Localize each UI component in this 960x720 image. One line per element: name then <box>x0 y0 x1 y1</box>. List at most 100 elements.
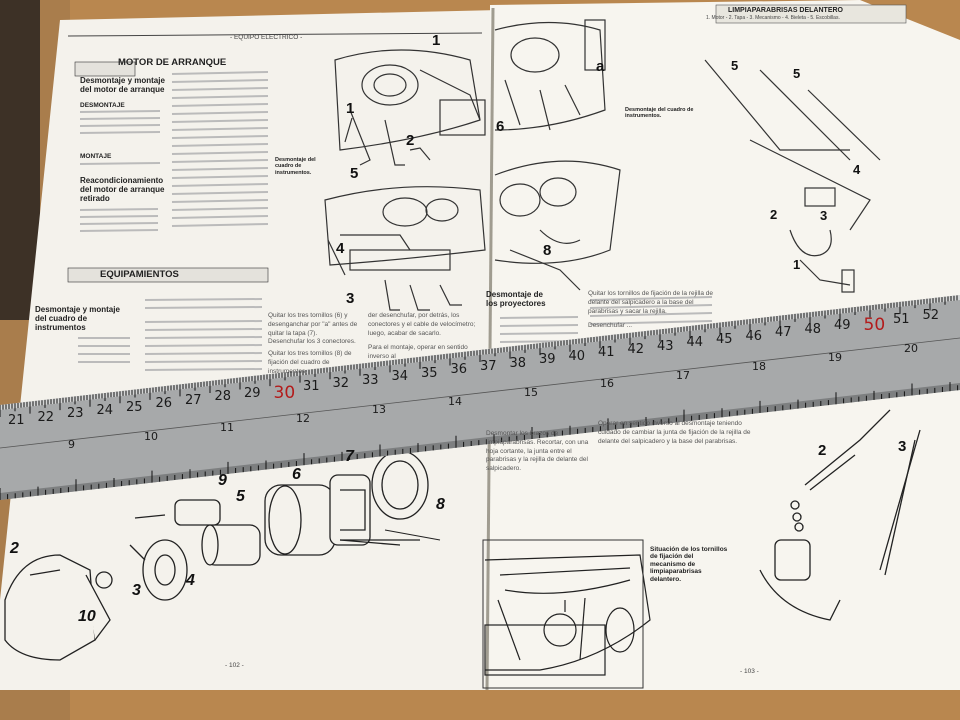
text-right-col: der desenchufar, por detrás, los conecto… <box>368 312 476 337</box>
page-number-left: - 102 - <box>225 662 244 669</box>
ruler-number: 34 <box>391 369 409 385</box>
diagram-label: 3 <box>898 438 907 455</box>
diagram-label: 6 <box>292 466 301 483</box>
ruler-number: 11 <box>220 420 234 434</box>
subheading-desmontaje: DESMONTAJE <box>80 102 125 109</box>
ruler-number: 16 <box>600 377 614 391</box>
ruler-number: 20 <box>904 342 918 356</box>
diagram-label: 8 <box>543 242 552 259</box>
wiper-header-legend: 1. Motor - 2. Tapa - 3. Mecanismo - 4. B… <box>706 15 840 21</box>
ruler-number: 27 <box>185 392 202 408</box>
ruler-number: 36 <box>450 362 468 378</box>
section-title-motor: MOTOR DE ARRANQUE <box>118 57 227 68</box>
heading-desmontaje-motor: Desmontaje y montaje del motor de arranq… <box>80 76 165 95</box>
ruler-number: 12 <box>296 412 310 426</box>
section-title-equipamientos: EQUIPAMIENTOS <box>100 269 179 280</box>
dashboard-diagram-2 <box>324 186 486 311</box>
ruler-number: 35 <box>421 365 438 381</box>
diagram-label: 9 <box>218 472 227 489</box>
diagram-label: 4 <box>853 162 861 177</box>
subheading-montaje: MONTAJE <box>80 153 112 160</box>
wiper-header-title: LIMPIAPARABRISAS DELANTERO <box>728 7 843 14</box>
diagram-label: 2 <box>818 442 827 459</box>
diagram-label: 5 <box>731 58 739 73</box>
diagram-label: 4 <box>336 240 345 257</box>
ruler-number: 9 <box>68 438 75 452</box>
dashboard-diagram-1 <box>334 49 486 166</box>
caption-cuadro-right: Desmontaje del cuadro de instrumentos. <box>625 107 694 120</box>
ruler-number: 46 <box>745 328 763 344</box>
ruler-number: 25 <box>126 399 143 415</box>
ruler-number: 30 <box>273 382 296 403</box>
ruler-number: 33 <box>362 372 379 388</box>
ruler-number: 31 <box>303 379 320 395</box>
ruler-number: 28 <box>214 389 232 405</box>
diagram-label: a <box>596 58 605 75</box>
ruler-number: 14 <box>448 394 462 408</box>
diagram-label: 10 <box>78 608 96 625</box>
diagram-label: 3 <box>820 208 828 223</box>
ruler-number: 32 <box>332 375 350 391</box>
ruler-number: 52 <box>922 308 940 324</box>
dashboard-diagram-3 <box>494 19 606 131</box>
diagram-label: 8 <box>436 496 445 513</box>
ruler-number: 37 <box>480 359 497 374</box>
ruler-number: 29 <box>244 386 261 402</box>
ruler-number: 15 <box>524 385 538 399</box>
ruler-number: 42 <box>627 342 645 358</box>
bullet-mid-2: Desenchufar los 3 conectores. <box>268 338 356 345</box>
page-number-right: - 103 - <box>740 668 759 675</box>
ruler-number: 40 <box>568 348 586 364</box>
diagram-label: 1 <box>346 100 355 117</box>
caption-situacion: Situación de los tornillos de fijación d… <box>650 546 728 583</box>
bullet-mid-1: Quitar los tres tornillos (6) y desengan… <box>268 312 358 337</box>
ruler-number: 17 <box>676 368 690 382</box>
wiper-mechanism-diagram <box>759 409 921 621</box>
text-right-col-2: Para el montaje, operar en sentido inver… <box>368 344 468 360</box>
diagram-label: 4 <box>186 572 195 589</box>
heading-reacondicionamiento: Reacondicionamiento del motor de arranqu… <box>80 176 165 204</box>
dashboard-diagram-4 <box>494 160 621 291</box>
heading-proyectores: Desmontaje de los proyectores <box>486 290 546 309</box>
ruler-number: 48 <box>804 321 822 337</box>
diagram-label: 2 <box>770 207 778 222</box>
diagram-label: 2 <box>10 540 19 557</box>
diagram-label: 6 <box>496 118 505 135</box>
diagram-label: 1 <box>432 32 441 49</box>
heading-cuadro-instrumentos: Desmontaje y montaje del cuadro de instr… <box>35 305 120 333</box>
diagram-label: 7 <box>345 448 354 465</box>
wiper-diagram <box>704 59 881 293</box>
ruler-number: 13 <box>372 403 386 417</box>
diagram-label: 5 <box>350 165 359 182</box>
engine-bay-diagram <box>484 554 651 676</box>
starter-motor-diagram <box>4 450 441 661</box>
text-desmontar-brazos: Desmontar los brazos de limpiaparabrisas… <box>486 430 589 473</box>
ruler-number: 50 <box>863 315 886 336</box>
diagram-label: 2 <box>406 132 415 149</box>
left-page <box>0 10 500 690</box>
ruler-number: 39 <box>539 352 556 368</box>
diagram-label: 1 <box>793 257 801 272</box>
ruler-number: 26 <box>155 396 173 412</box>
ruler-number: 43 <box>657 338 674 354</box>
diagram-label: 5 <box>793 66 801 81</box>
ruler-number: 10 <box>144 429 158 443</box>
ruler-number: 24 <box>96 402 114 418</box>
ruler-number: 51 <box>893 311 910 327</box>
ruler-number: 22 <box>37 409 55 425</box>
ruler-number: 44 <box>686 335 704 351</box>
text-operar-inverso: Operar en sentido inverso al desmontaje … <box>598 420 751 445</box>
caption-cuadro-left: Desmontaje del cuadro de instrumentos. <box>275 157 316 176</box>
diagram-label: 3 <box>346 290 355 307</box>
diagram-label: 3 <box>132 582 141 599</box>
ruler-number: 45 <box>716 331 733 347</box>
ruler-number: 49 <box>834 318 851 334</box>
ruler-number: 47 <box>775 325 792 341</box>
diagram-label: 5 <box>236 488 245 505</box>
ruler-number: 19 <box>828 351 842 365</box>
ruler-number: 18 <box>752 359 766 373</box>
ruler-number: 38 <box>509 355 527 371</box>
ruler <box>0 295 960 500</box>
